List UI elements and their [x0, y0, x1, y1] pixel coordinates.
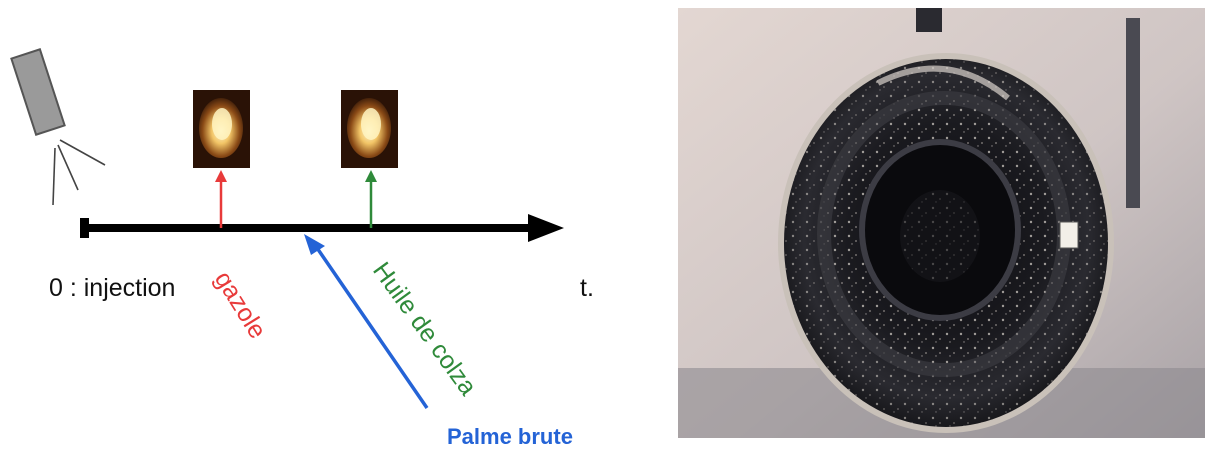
origin-label: 0 : injection	[49, 274, 175, 302]
flame-image-gazole	[193, 90, 250, 168]
palme-label: Palme brute	[447, 424, 573, 449]
injector-plate	[778, 53, 1114, 433]
colza-label: Huile de colza	[367, 257, 482, 401]
deposit-photo	[678, 8, 1205, 438]
gazole-marker-arrow	[215, 170, 227, 228]
ignition-delay-diagram: 0 : injection t. gazole Huile de colza P…	[0, 0, 640, 450]
gazole-label: gazole	[209, 266, 272, 343]
flame-image-colza	[341, 90, 398, 168]
colza-marker-arrow	[365, 170, 377, 228]
time-label: t.	[580, 274, 594, 302]
time-axis	[80, 214, 564, 242]
injector-icon	[11, 49, 105, 205]
